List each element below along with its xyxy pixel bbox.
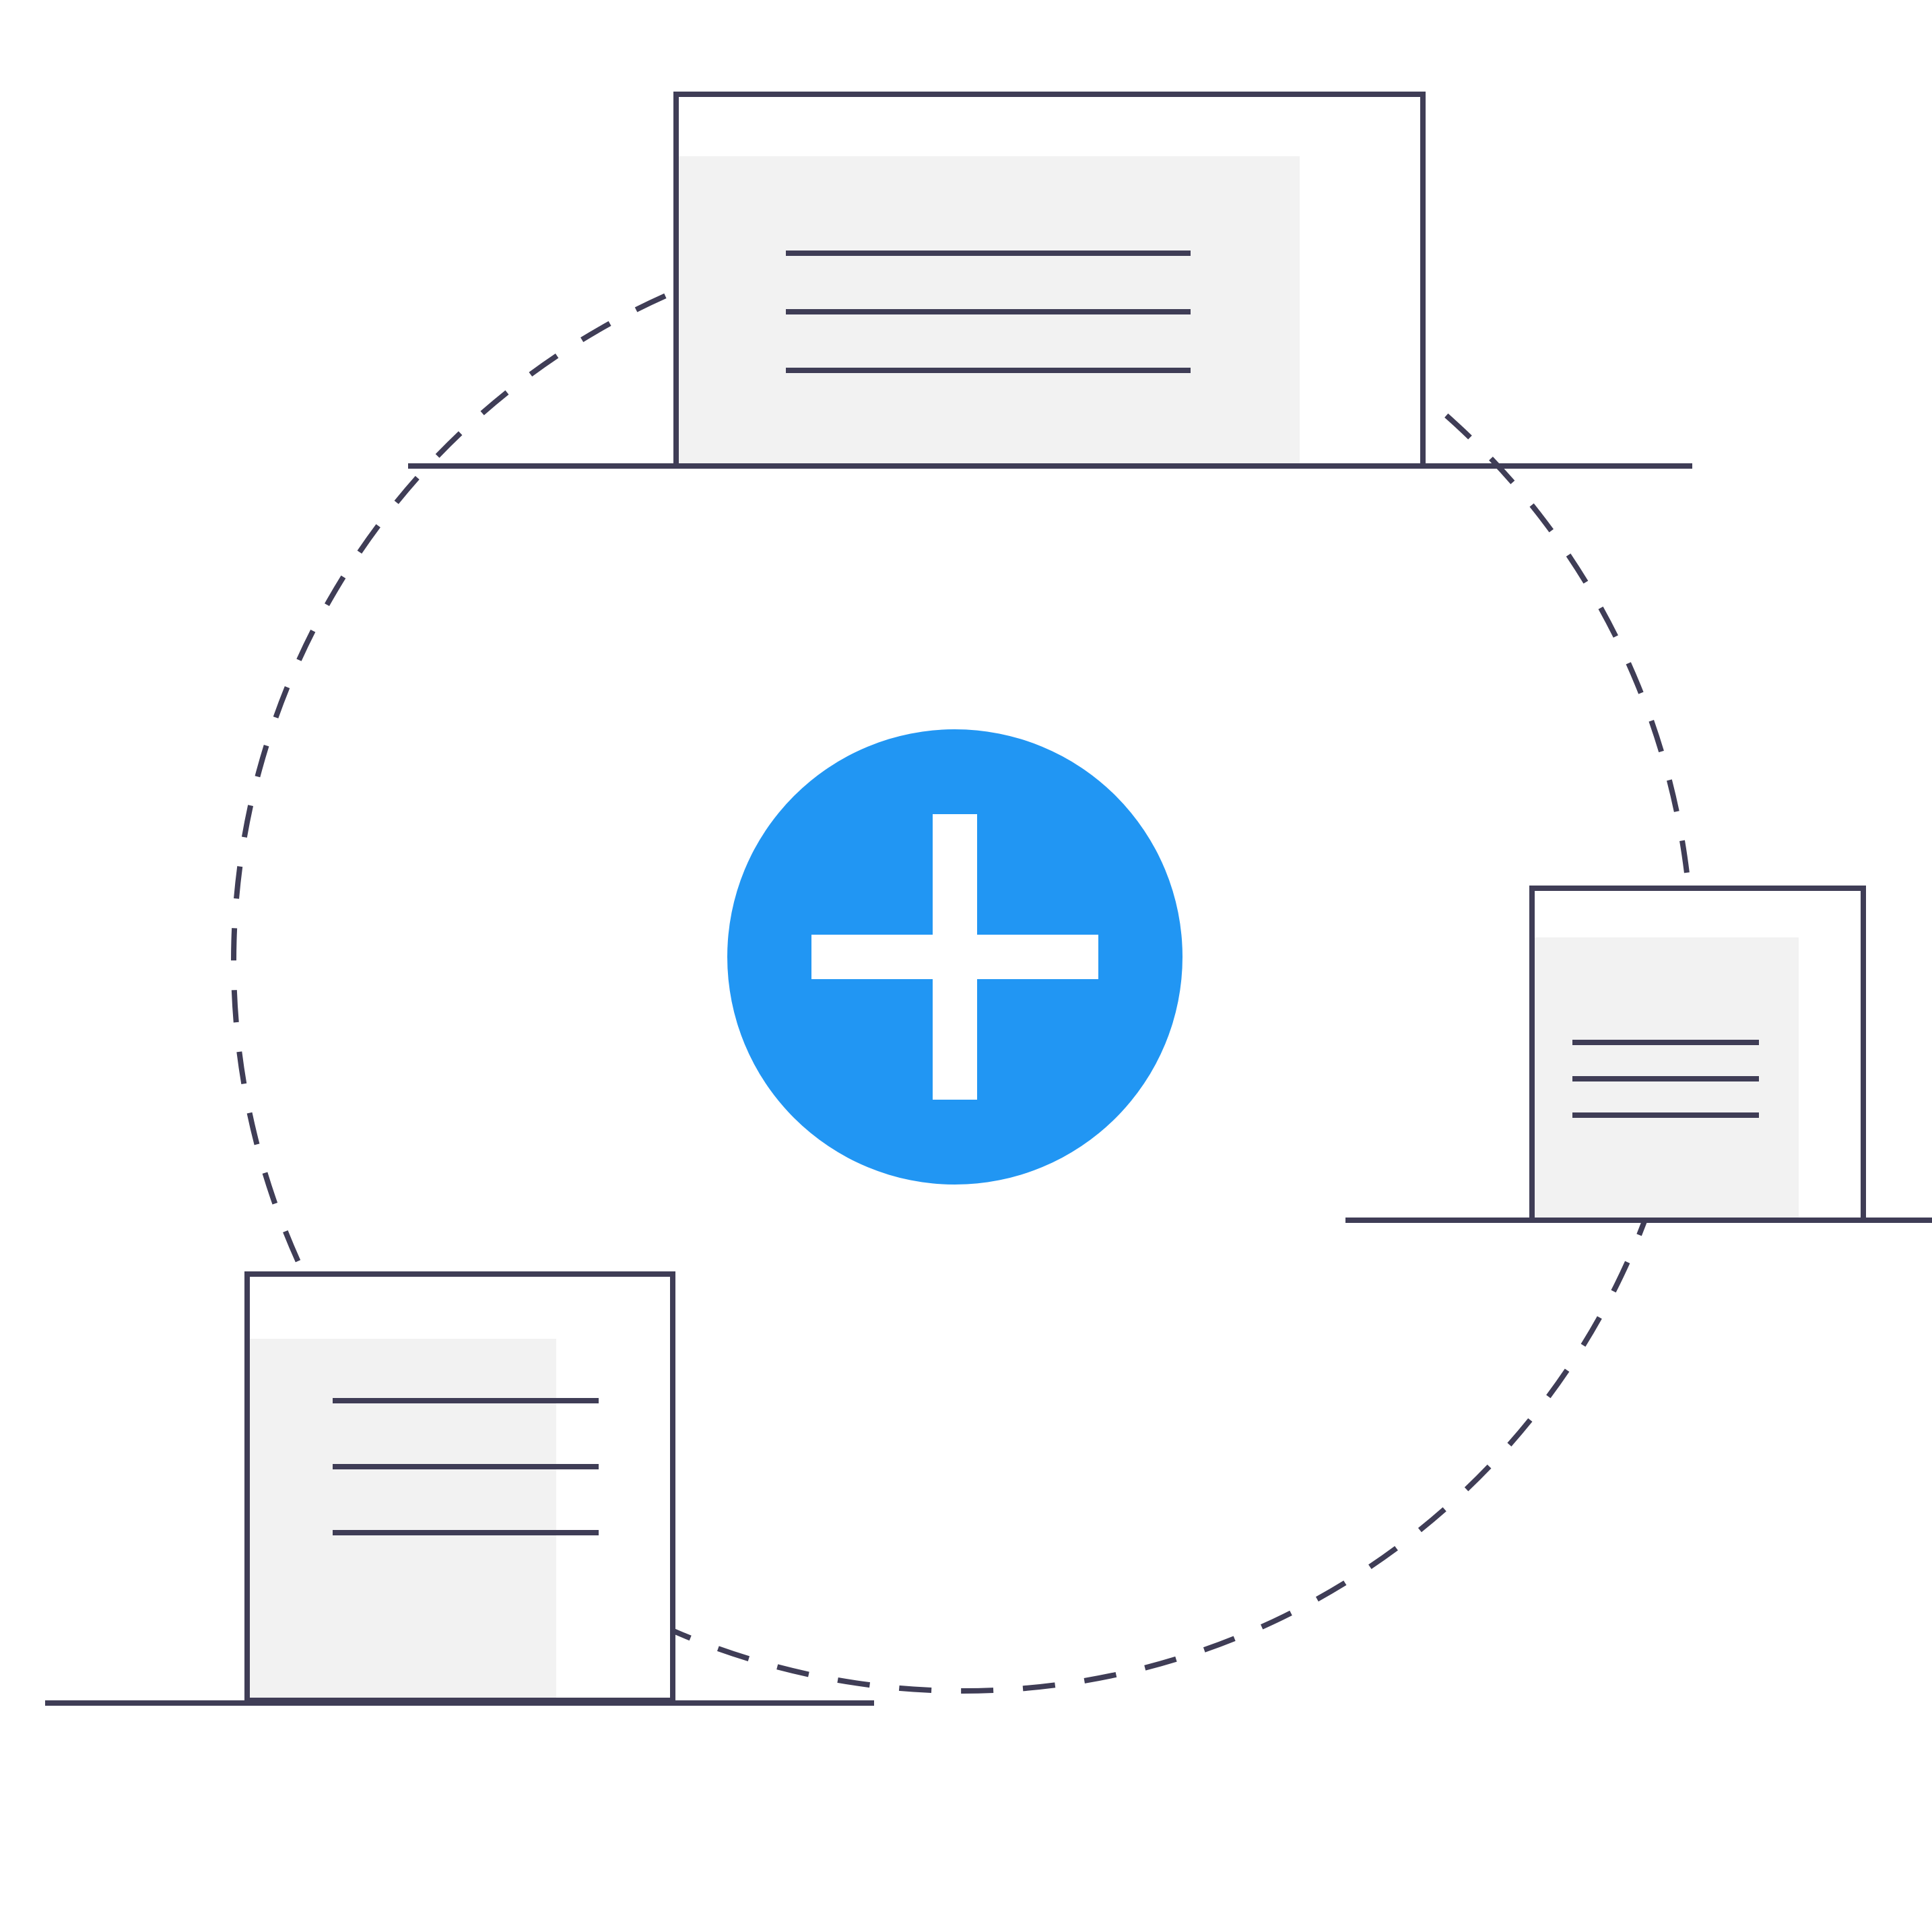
- top-document: [408, 92, 1692, 469]
- plus-icon-horizontal-bar: [811, 935, 1098, 979]
- left-document: [45, 1271, 874, 1706]
- add-button[interactable]: [727, 729, 1182, 1185]
- left-document-panel: [250, 1339, 556, 1698]
- plus-icon: [811, 814, 1098, 1100]
- right-document: [1345, 886, 1932, 1223]
